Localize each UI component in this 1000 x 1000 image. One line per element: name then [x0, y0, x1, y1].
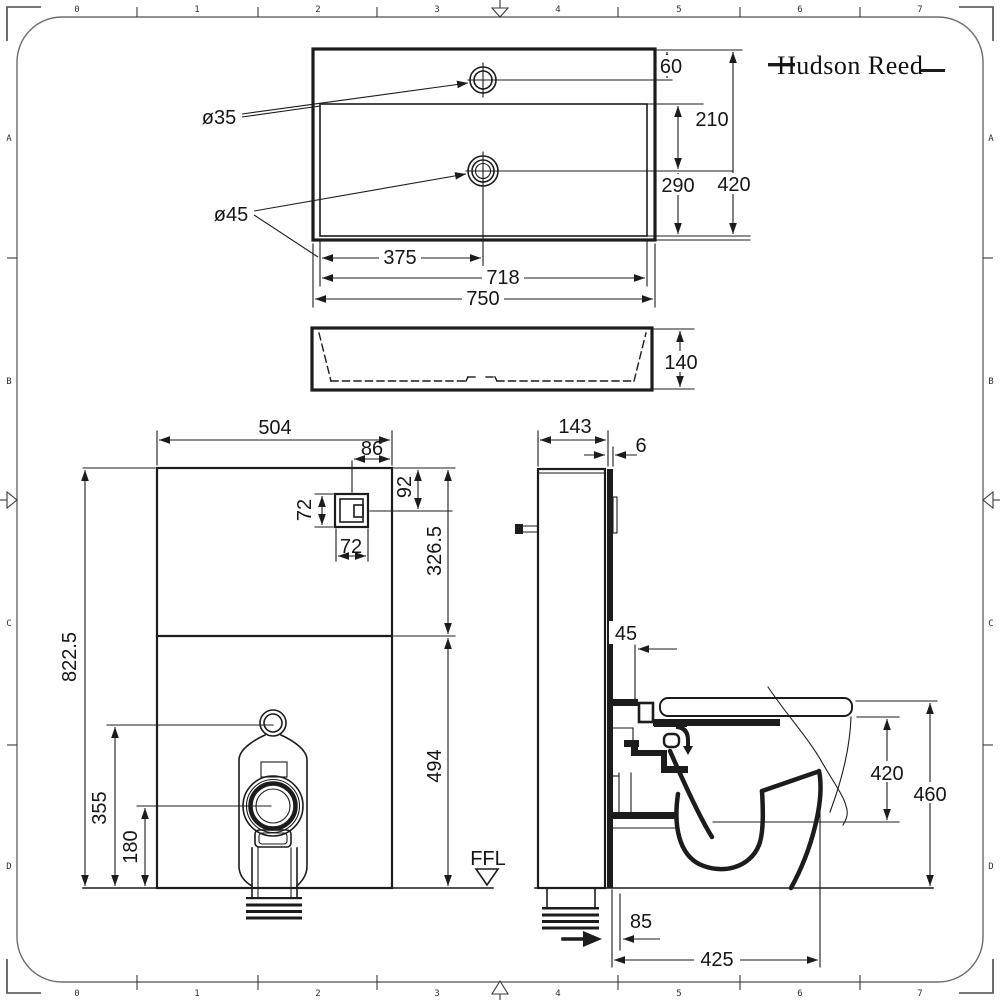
plan-extension-lines	[312, 49, 751, 308]
corner-mark-top-right	[959, 6, 994, 41]
ruler-row-label: D	[6, 862, 11, 872]
dim-375: 375	[383, 247, 416, 269]
ruler-col-label: 0	[74, 5, 79, 15]
toilet-seat	[659, 697, 853, 717]
dim-140: 140	[664, 352, 697, 374]
dim-494: 494	[424, 749, 446, 782]
ruler-col-label: 1	[194, 989, 199, 999]
dim-420-side: 420	[870, 763, 903, 785]
ruler-row-label: A	[6, 134, 12, 144]
ruler-col-label: 6	[797, 5, 802, 15]
basin-plan-view: ø35 ø45 60 210 290 420 375 718 750	[202, 47, 754, 310]
unit-front-view: 504 86 72 92 72 326.5 494 822.5 355 180	[59, 417, 494, 920]
dim-326-5: 326.5	[424, 526, 446, 576]
ruler-row-label: C	[988, 619, 993, 629]
ruler-col-label: 5	[676, 5, 681, 15]
ruler-col-label: 7	[917, 989, 922, 999]
ruler-col-label: 2	[315, 989, 320, 999]
dim-750: 750	[466, 288, 499, 310]
dim-45: 45	[615, 623, 637, 645]
dim-210: 210	[695, 109, 728, 131]
ruler-row-label: C	[6, 619, 11, 629]
wall-bracket-clip	[612, 496, 618, 534]
ruler-row-label: D	[988, 862, 993, 872]
unit-side-extension-lines	[537, 430, 938, 968]
unit-front-extension-lines	[82, 430, 456, 807]
side-rulers	[0, 257, 1000, 746]
bottom-ruler	[136, 975, 861, 1000]
flush-plate	[333, 492, 370, 529]
drain-flange-side	[542, 888, 602, 947]
ffl-marker: FFL	[470, 848, 506, 887]
tap-hole-diameter-label: ø35	[202, 107, 236, 129]
dim-420: 420	[717, 174, 750, 196]
dim-72-height: 72	[294, 499, 316, 521]
ruler-col-label: 3	[434, 989, 439, 999]
dim-504: 504	[258, 417, 291, 439]
pan-fixing-bracket	[609, 699, 693, 829]
water-inlet-stub	[515, 524, 539, 534]
drain-flange-front	[246, 897, 302, 920]
waste-hole-diameter-label: ø45	[214, 204, 248, 226]
corner-mark-bottom-left	[6, 959, 41, 994]
dim-60: 60	[660, 56, 682, 78]
logo-right-dash	[921, 69, 945, 72]
logo-text: Hudson Reed	[777, 51, 923, 80]
dim-290: 290	[661, 175, 694, 197]
dim-460: 460	[913, 784, 946, 806]
corner-mark-bottom-right	[959, 959, 994, 994]
ruler-row-label: A	[988, 134, 994, 144]
dim-85: 85	[630, 911, 652, 933]
dim-72-width: 72	[340, 536, 362, 558]
dim-822-5: 822.5	[59, 632, 81, 682]
ruler-labels: 0 1 2 3 4 5 6 7 0 1 2 3 4 5 6 7 A B C D …	[6, 5, 994, 999]
logo-left-dash	[768, 63, 795, 67]
rear-panel	[607, 469, 613, 888]
ruler-col-label: 6	[797, 989, 802, 999]
ruler-col-label: 3	[434, 5, 439, 15]
corner-mark-top-left	[6, 6, 41, 41]
basin-front-view: 140	[310, 326, 703, 392]
ruler-row-label: B	[6, 377, 11, 387]
unit-side-view: 143 6 45 420 460 85 425	[515, 416, 951, 971]
wc-pan-side-profile	[653, 686, 853, 891]
dim-86: 86	[361, 438, 383, 460]
dim-143: 143	[558, 416, 591, 438]
basin-bowl-hidden-lines	[318, 332, 647, 382]
dim-718: 718	[486, 267, 519, 289]
dim-180: 180	[120, 830, 142, 863]
dim-6: 6	[635, 435, 646, 457]
ruler-col-label: 4	[555, 5, 560, 15]
unit-side-dimensions	[540, 436, 934, 964]
tap-hole	[469, 66, 497, 94]
ffl-triangle-icon	[474, 868, 500, 887]
ruler-col-label: 2	[315, 5, 320, 15]
unit-front-dimensions	[81, 436, 452, 886]
waste-hole	[467, 155, 499, 187]
ruler-col-label: 5	[676, 989, 681, 999]
ruler-col-label: 1	[194, 5, 199, 15]
ruler-row-label: B	[988, 377, 993, 387]
ruler-col-label: 7	[917, 5, 922, 15]
top-ruler	[136, 0, 861, 18]
basin-front-extension-lines	[653, 328, 695, 390]
inlet-hole	[259, 709, 287, 737]
ruler-col-label: 4	[555, 989, 560, 999]
pan-rim	[653, 719, 780, 726]
ffl-label: FFL	[470, 848, 506, 870]
dim-355: 355	[89, 791, 111, 824]
brand-logo: Hudson Reed	[768, 51, 945, 80]
dim-425: 425	[700, 949, 733, 971]
plan-leaders	[241, 80, 469, 258]
ruler-col-label: 0	[74, 989, 79, 999]
dim-92: 92	[394, 476, 416, 498]
